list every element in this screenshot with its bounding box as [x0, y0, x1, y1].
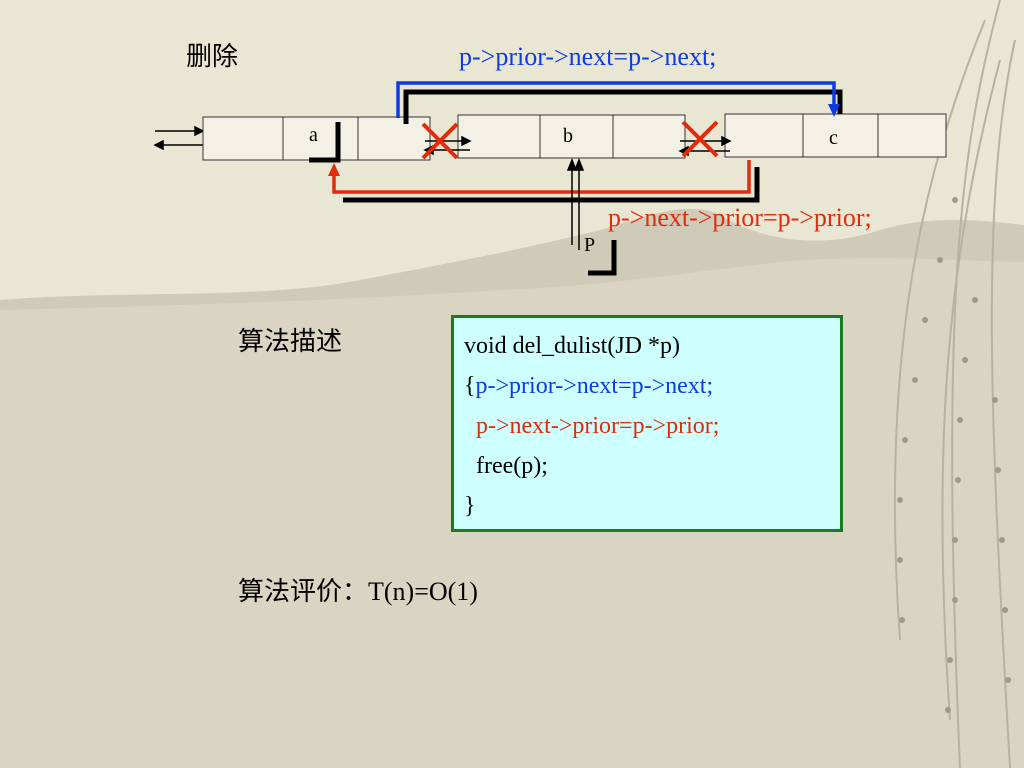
bracket-a — [309, 122, 341, 163]
code-line-3: p->next->prior=p->prior; — [464, 406, 840, 446]
red-arrow-head — [328, 163, 340, 176]
top-annotation: p->prior->next=p->next; — [459, 42, 717, 71]
node-b-label: b — [563, 125, 573, 147]
code-prior-next: p->prior->next=p->next; — [475, 373, 714, 399]
code-line-4: free(p); — [464, 446, 840, 486]
node-a-label: a — [309, 124, 318, 146]
code-next-prior: p->next->prior=p->prior; — [476, 413, 720, 439]
bracket-p — [588, 240, 617, 276]
cross-mark-ab — [421, 122, 459, 160]
left-link-arrows — [153, 125, 205, 151]
algorithm-evaluation: 算法评价：T(n)=O(1) — [238, 577, 478, 606]
new-prior-shadow — [343, 167, 760, 203]
code-box: void del_dulist(JD *p) {p->prior->next=p… — [451, 315, 843, 532]
blue-arrow-head — [828, 104, 840, 117]
open-brace: { — [464, 373, 476, 399]
bottom-annotation: p->next->prior=p->prior; — [608, 203, 872, 232]
new-next-shadow — [403, 89, 843, 124]
node-b — [457, 114, 686, 159]
code-line-5: } — [464, 493, 476, 519]
code-free: free(p); — [476, 453, 548, 479]
algorithm-description-label: 算法描述 — [238, 327, 343, 356]
pointer-p-arrow — [566, 157, 585, 250]
node-a — [202, 116, 431, 161]
pointer-p-label: P — [584, 234, 596, 256]
code-line-1: void del_dulist(JD *p) — [464, 333, 680, 359]
blue-next-arrow — [396, 81, 836, 118]
code-line-2: {p->prior->next=p->next; — [464, 366, 840, 406]
slide-title: 删除 — [186, 42, 239, 71]
node-c-label: c — [829, 127, 838, 149]
node-c — [724, 113, 947, 158]
cross-mark-bc — [681, 120, 719, 158]
red-prior-arrow — [332, 160, 751, 194]
